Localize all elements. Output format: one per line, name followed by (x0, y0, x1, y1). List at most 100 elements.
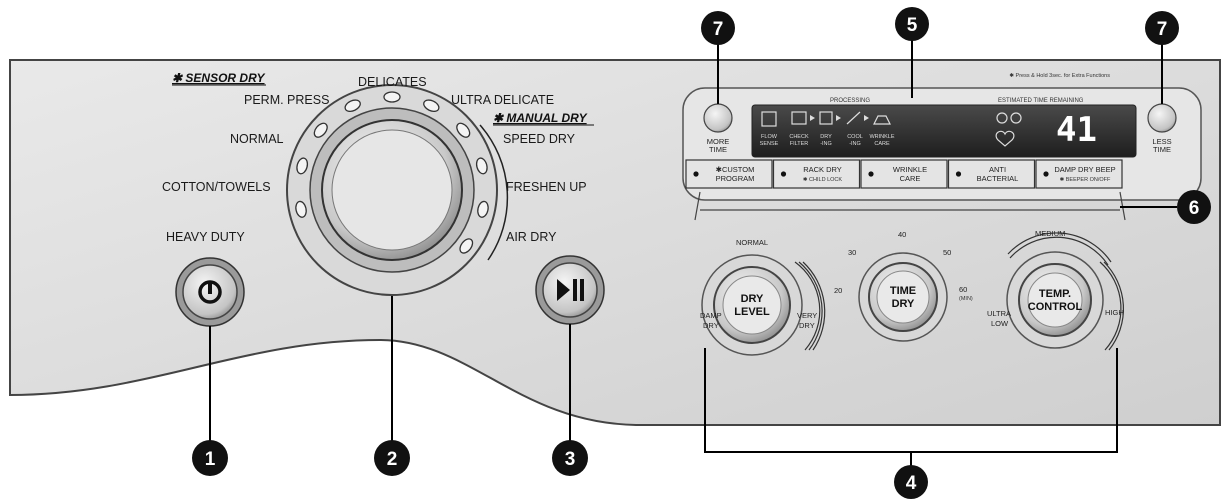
time-dry-label-1: TIME (890, 285, 916, 297)
cycle-freshen-up: FRESHEN UP (506, 180, 587, 194)
status-display (751, 104, 1137, 158)
cycle-delicates: DELICATES (358, 75, 427, 89)
option-indicator-led (780, 171, 787, 177)
dry-level-damp: DAMP (700, 311, 722, 320)
time-dry-label-2: DRY (892, 298, 915, 310)
check-filter-icon (791, 111, 807, 125)
svg-text:6: 6 (1189, 198, 1200, 219)
lock-door-icons (995, 112, 1022, 147)
process-step-label: FILTER (790, 141, 809, 147)
less-time-button[interactable]: LESS TIME (1147, 103, 1177, 154)
time-dry-20: 20 (834, 286, 842, 295)
drying-icon (819, 111, 833, 125)
process-step-label: DRY (820, 134, 832, 140)
svg-text:7: 7 (713, 19, 724, 40)
temp-control-knob[interactable] (1006, 232, 1125, 351)
cycle-led (475, 157, 488, 175)
option-sublabel: CARE (900, 174, 921, 183)
dry-level-label-2: LEVEL (734, 306, 770, 318)
option-sublabel: ✱ CHILD LOCK (803, 176, 842, 183)
cycle-speed-dry: SPEED DRY (503, 132, 576, 146)
callout-3: 3 (552, 440, 588, 476)
option-label: RACK DRY (803, 165, 842, 174)
dry-level-normal: NORMAL (736, 238, 768, 247)
cycle-ultra-delicate: ULTRA DELICATE (451, 93, 554, 107)
time-dry-40: 40 (898, 230, 906, 239)
cycle-selector-dial[interactable] (286, 84, 509, 296)
callout-4: 4 (894, 465, 928, 499)
cycle-air-dry: AIR DRY (506, 230, 557, 244)
time-dry-30: 30 (848, 248, 856, 257)
cycle-leds (295, 91, 489, 254)
less-time-label: LESS (1152, 137, 1171, 146)
callout-7-right: 7 (1145, 11, 1179, 45)
callout-lines (209, 38, 1177, 466)
process-step-label: COOL (847, 134, 863, 140)
option-indicator-led (1043, 171, 1049, 177)
process-step-icons (761, 111, 891, 127)
svg-text:7: 7 (1157, 19, 1168, 40)
wrinkle-care-icon (873, 115, 891, 125)
damp-dry-beep-button[interactable]: DAMP DRY BEEP✱ BEEPER ON/OFF (1035, 159, 1123, 189)
cooling-icon (846, 111, 861, 125)
cycle-led (313, 122, 328, 138)
process-step-label: -ING (820, 141, 832, 147)
temp-control-medium: MEDIUM (1035, 229, 1065, 238)
option-label: ✱CUSTOM (716, 165, 755, 174)
process-step-label: SENSE (760, 141, 779, 147)
process-step-label: WRINKLE (869, 134, 894, 140)
heart-icon (995, 130, 1015, 147)
dry-level-very: VERY (797, 311, 817, 320)
cycle-led (423, 99, 440, 113)
time-dry-knob[interactable] (858, 252, 948, 342)
door-icon (1010, 112, 1022, 124)
temp-control-label-2: CONTROL (1028, 301, 1083, 313)
cycle-normal: NORMAL (230, 132, 284, 146)
process-step-labels: FLOWSENSECHECKFILTERDRY-INGCOOL-INGWRINK… (760, 134, 895, 147)
play-pause-icon (557, 279, 584, 301)
svg-text:2: 2 (387, 449, 398, 470)
cycle-led (459, 238, 474, 254)
cycle-led (383, 91, 401, 103)
callout-1: 1 (192, 440, 228, 476)
extra-functions-note: ✱ Press & Hold 3sec. for Extra Functions (1009, 72, 1110, 79)
option-sublabel: PROGRAM (716, 174, 755, 183)
svg-text:4: 4 (906, 473, 917, 494)
cycle-led (344, 99, 361, 113)
power-button[interactable] (175, 257, 245, 327)
temp-control-low: LOW (991, 319, 1009, 328)
svg-text:3: 3 (565, 449, 576, 470)
sensor-icon (996, 112, 1008, 124)
more-time-label: MORE (707, 137, 730, 146)
cycle-led (477, 200, 489, 218)
option-label: WRINKLE (893, 165, 927, 174)
option-label: DAMP DRY BEEP (1054, 165, 1115, 174)
temp-control-ultra: ULTRA (987, 309, 1011, 318)
callout-5: 5 (895, 7, 929, 41)
option-sublabel: BACTERIAL (977, 174, 1019, 183)
power-icon (198, 280, 222, 304)
start-pause-button[interactable] (535, 255, 605, 325)
time-dry-60: 60 (959, 285, 967, 294)
cycle-led (295, 200, 307, 218)
time-remaining-value: 41 (1056, 110, 1097, 150)
option-label: ANTI (989, 165, 1006, 174)
option-indicator-led (868, 171, 874, 177)
cycle-led (296, 157, 309, 175)
dry-level-very-2: DRY (799, 321, 815, 330)
dry-level-knob[interactable] (701, 254, 826, 356)
time-dry-50: 50 (943, 248, 951, 257)
dry-level-label-1: DRY (741, 293, 764, 305)
manual-dry-label: ✱ MANUAL DRY (493, 111, 588, 125)
svg-text:5: 5 (907, 15, 918, 36)
rack-dry-button[interactable]: RACK DRY ✱ CHILD LOCK (772, 159, 861, 189)
cycle-led (456, 122, 471, 138)
temp-control-high: HIGH (1105, 308, 1124, 317)
option-indicator-led (693, 171, 699, 177)
callout-6: 6 (1177, 190, 1211, 224)
